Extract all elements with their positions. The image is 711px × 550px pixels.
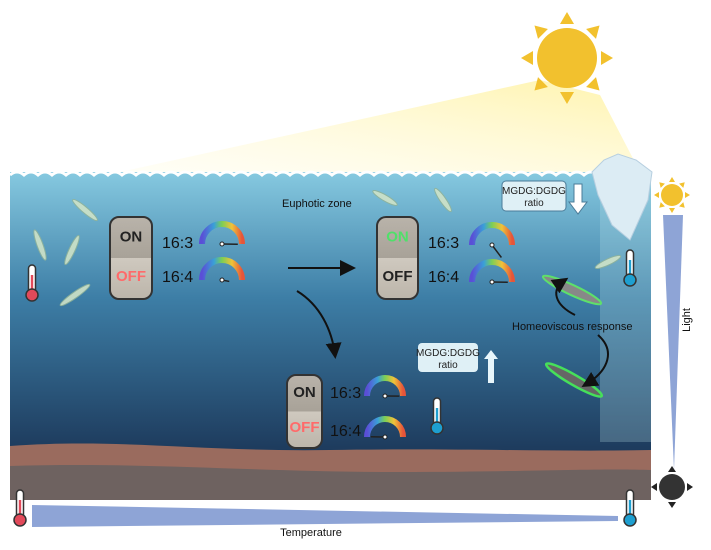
arrow-up-icon — [484, 350, 498, 383]
gauge-icon — [364, 416, 406, 440]
gauge-icon — [199, 221, 245, 247]
small-sun-icon — [654, 177, 690, 213]
dark-sun-icon — [651, 466, 693, 508]
svg-text:ratio: ratio — [438, 360, 458, 371]
gauge-icon — [199, 257, 245, 283]
cold-thermometer-icon — [623, 489, 637, 527]
ratio-box-decrease: MGDG:DGDG ratio — [501, 180, 588, 215]
svg-text:MGDG:DGDG: MGDG:DGDG — [502, 186, 566, 197]
svg-text:ratio: ratio — [524, 198, 544, 209]
diatoms — [33, 187, 622, 307]
switch-off-label: OFF — [383, 268, 413, 285]
cold-thermometer-icon — [430, 397, 444, 435]
ocean-water — [10, 172, 651, 452]
arrow-down-icon — [568, 183, 588, 215]
homeoviscous-label: Homeoviscous response — [512, 321, 632, 333]
arrow-down-curve — [296, 290, 342, 359]
sun-icon — [521, 12, 613, 104]
toggle-switch — [109, 216, 153, 300]
temperature-axis-label: Temperature — [280, 527, 342, 539]
stressed-diatom-lower — [544, 362, 604, 398]
warm-thermometer-icon — [25, 264, 39, 302]
arrow-homeoviscous-down — [581, 334, 609, 388]
fatty-acid-label-16-3: 16:3 — [162, 235, 193, 252]
iceberg-icon — [591, 153, 653, 241]
euphotic-zone-label: Euphotic zone — [282, 198, 352, 210]
light-beam — [120, 80, 640, 172]
fatty-acid-label-16-4: 16:4 — [162, 269, 193, 286]
water-surface-waves — [9, 170, 655, 177]
ratio-box-increase: MGDG:DGDG ratio — [416, 343, 498, 383]
switch-off-label: OFF — [290, 419, 320, 436]
switch-off-label: OFF — [116, 268, 146, 285]
cold-thermometer-icon — [623, 249, 637, 287]
switch-on-label: ON — [293, 384, 316, 401]
arrow-homeoviscous-up — [550, 277, 576, 316]
gauge-icon — [364, 375, 406, 399]
toggle-switch — [376, 216, 419, 300]
light-gradient-wedge — [663, 215, 683, 470]
warm-thermometer-icon — [13, 489, 27, 527]
toggle-switch — [286, 374, 323, 449]
lipid-switch-1: ON OFF 16:3 16:4 — [109, 216, 245, 300]
fatty-acid-label-16-3: 16:3 — [428, 235, 459, 252]
gauge-icon — [469, 222, 515, 258]
light-axis-label: Light — [681, 308, 693, 332]
bedrock-layer — [10, 465, 651, 500]
svg-text:MGDG:DGDG: MGDG:DGDG — [416, 348, 480, 359]
fatty-acid-label-16-3: 16:3 — [330, 385, 361, 402]
lipid-switch-3: ON OFF 16:3 16:4 — [286, 374, 406, 449]
fatty-acid-label-16-4: 16:4 — [428, 269, 459, 286]
gauge-icon — [469, 259, 515, 285]
lipid-switch-2: ON OFF 16:3 16:4 — [376, 216, 515, 300]
switch-on-label: ON — [120, 229, 143, 246]
fatty-acid-label-16-4: 16:4 — [330, 423, 361, 440]
temperature-gradient-wedge — [32, 505, 618, 527]
switch-on-label: ON — [386, 229, 409, 246]
